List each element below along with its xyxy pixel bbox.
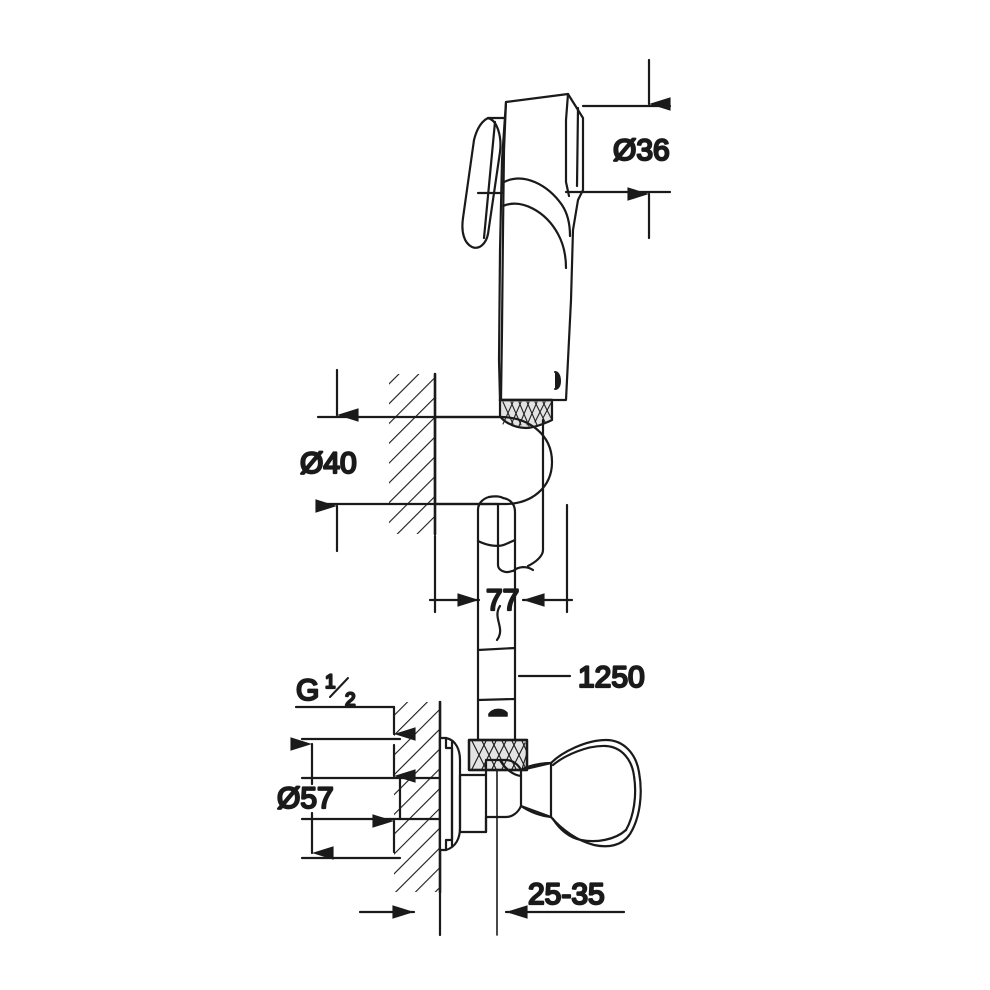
knurled-collar-upper bbox=[498, 398, 554, 430]
wall-bracket bbox=[433, 415, 554, 574]
hose-break-line bbox=[495, 604, 502, 642]
spray-trigger-lever bbox=[461, 116, 502, 249]
dimension-label-dia57: Ø57 bbox=[277, 782, 334, 815]
dimension-label-dia40: Ø40 bbox=[300, 447, 357, 480]
hose-fitting-lower bbox=[476, 646, 517, 742]
dimension-range-25-35: 25-35 bbox=[358, 877, 626, 919]
dimension-label-dia36: Ø36 bbox=[613, 134, 670, 167]
callout-label-hose-length: 1250 bbox=[578, 661, 645, 694]
callout-label-g-denominator: 2 bbox=[345, 690, 356, 711]
callout-label-g-numerator: 1 bbox=[325, 672, 336, 693]
dimension-len77: 77 bbox=[428, 503, 574, 618]
callout-label-g: G bbox=[296, 674, 319, 707]
dimension-label-range-25-35: 25-35 bbox=[528, 878, 605, 911]
knurled-nut-lower bbox=[467, 738, 529, 772]
callout-hose-length: 1250 bbox=[517, 660, 646, 695]
wall-section-upper bbox=[389, 372, 437, 536]
spray-head-body bbox=[497, 92, 585, 402]
callout-g-half: G 1 2 bbox=[294, 671, 416, 741]
valve-handle bbox=[549, 738, 642, 848]
hose-upper-segment bbox=[476, 495, 517, 652]
escutcheon-flange bbox=[438, 736, 462, 852]
dimension-dia57: Ø57 bbox=[276, 737, 335, 860]
lever-pivot-link bbox=[476, 116, 507, 195]
dimension-dia40: Ø40 bbox=[299, 368, 502, 553]
dimension-dia36: Ø36 bbox=[564, 58, 672, 240]
